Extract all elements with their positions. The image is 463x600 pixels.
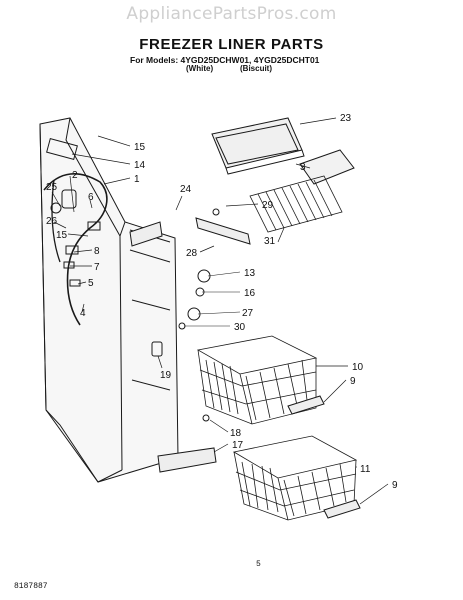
callout-27: 27 — [242, 308, 254, 319]
basket-trim-lower — [323, 499, 361, 519]
lower-basket — [232, 435, 358, 521]
callout-9: 9 — [350, 376, 356, 387]
callout-14: 14 — [134, 160, 146, 171]
light-socket — [61, 189, 77, 209]
clip — [63, 261, 75, 269]
callout-7: 7 — [94, 262, 100, 273]
callout-15: 15 — [56, 230, 68, 241]
switch — [65, 245, 79, 255]
thermostat — [50, 202, 62, 214]
callout-5: 5 — [88, 278, 94, 289]
freezer-liner — [39, 117, 179, 483]
bracket-19 — [151, 341, 163, 357]
shelf-rail — [195, 217, 251, 245]
callout-11: 11 — [360, 464, 371, 475]
basket-trim-upper — [287, 395, 325, 415]
callout-9: 9 — [392, 480, 398, 491]
callout-2: 2 — [72, 170, 78, 181]
callout-28: 28 — [186, 248, 198, 259]
callout-24: 24 — [180, 184, 192, 195]
callout-29: 29 — [262, 200, 274, 211]
callout-19: 19 — [160, 370, 172, 381]
upper-basket — [196, 335, 318, 425]
callout-17: 17 — [232, 440, 244, 451]
variant-biscuit: (Biscuit) — [240, 64, 272, 73]
callout-16: 16 — [244, 288, 256, 299]
callout-30: 30 — [234, 322, 246, 333]
switch-bracket — [87, 221, 101, 231]
callout-10: 10 — [352, 362, 364, 373]
callout-18: 18 — [230, 428, 242, 439]
glass-shelf — [211, 117, 305, 175]
wire-harness — [43, 173, 108, 326]
callout-8: 8 — [94, 246, 100, 257]
models-line: For Models: 4YGD25DCHW01, 4YGD25DCHT01 — [130, 55, 320, 65]
page-number: 5 — [256, 560, 261, 569]
shelf-insert — [299, 149, 355, 185]
wire-clip — [69, 279, 81, 287]
callout-6: 6 — [88, 192, 94, 203]
air-duct-cover — [129, 221, 163, 247]
document-number: 8187887 — [14, 582, 48, 591]
screw-18 — [202, 414, 210, 422]
callout-23: 23 — [340, 113, 352, 124]
callout-3: 3 — [300, 162, 306, 173]
bottom-trim — [157, 447, 217, 473]
variant-white: (White) — [186, 64, 214, 73]
watermark-text: AppliancePartsPros.com — [126, 4, 337, 24]
damper-bracket — [46, 138, 78, 160]
wire-shelf — [249, 175, 343, 233]
callout-31: 31 — [264, 236, 276, 247]
page-title: FREEZER LINER PARTS — [139, 36, 324, 53]
callout-26: 26 — [46, 216, 58, 227]
callout-1: 1 — [134, 174, 140, 185]
callout-13: 13 — [244, 268, 256, 279]
callout-15: 15 — [134, 142, 146, 153]
callout-4: 4 — [80, 308, 86, 319]
callout-25: 25 — [46, 182, 58, 193]
